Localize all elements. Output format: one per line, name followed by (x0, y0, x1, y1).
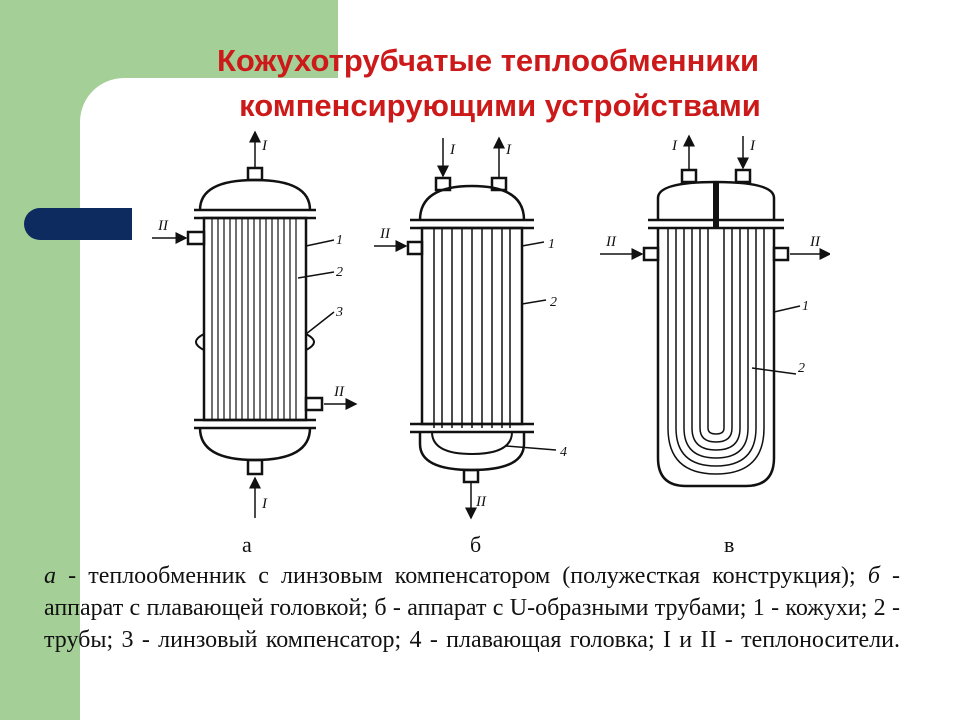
c-part-2: 2 (798, 361, 805, 376)
a-label-left-II: II (157, 218, 169, 234)
a-bottom-head (198, 427, 312, 462)
c-left-nozzle (642, 246, 660, 262)
a-right-nozzle (304, 396, 324, 412)
c-top-nozzle-left (680, 168, 698, 184)
flow-labels: I II II I I I II II I I II II (157, 138, 821, 512)
c-part-1: 1 (802, 299, 809, 314)
c-flow-arrows (600, 134, 830, 375)
c-label-left-II: II (605, 234, 617, 250)
b-label-left-II: II (379, 226, 391, 242)
a-flow-arrows (152, 130, 358, 518)
b-part-4: 4 (560, 445, 567, 460)
slide-title: Кожухотрубчатые теплообменники компенсир… (0, 38, 960, 128)
c-label-right-II: II (809, 234, 821, 250)
a-label-top-I: I (261, 138, 268, 154)
panel-letters: а б в (242, 532, 734, 557)
exchanger-a (186, 166, 324, 476)
content-panel (80, 78, 960, 720)
a-part-2: 2 (336, 265, 343, 280)
c-label-top-left-I: I (671, 138, 678, 154)
heat-exchanger-diagram: I II II I I I II II I I II II 1 2 3 1 2 … (152, 130, 830, 557)
exchanger-b (406, 176, 534, 484)
c-label-top-right-I: I (749, 138, 756, 154)
b-part-2: 2 (550, 295, 557, 310)
a-part-3: 3 (335, 305, 343, 320)
c-shell (656, 228, 776, 488)
caption-letter-a: а (44, 563, 56, 589)
a-label-bottom-I: I (261, 496, 268, 512)
a-lens-compensator (195, 333, 315, 351)
b-flow-arrows (374, 136, 557, 520)
a-tube-bundle (211, 218, 297, 420)
b-label-bottom-II: II (475, 494, 487, 510)
caption-letter-b: б (867, 563, 880, 589)
title-line-2: компенсирующими устройствами (239, 88, 761, 123)
panel-label-c: в (724, 532, 734, 557)
a-label-right-II: II (333, 384, 345, 400)
b-part-1: 1 (548, 237, 555, 252)
b-top-head (418, 184, 526, 221)
a-left-nozzle (186, 230, 206, 246)
figure-caption: а - теплообменник с линзовым компенсатор… (44, 560, 900, 656)
title-line-1: Кожухотрубчатые теплообменники (216, 43, 760, 78)
b-left-nozzle (406, 240, 424, 256)
b-tube-bundle (433, 228, 511, 428)
a-shell (202, 216, 308, 422)
a-top-nozzle (246, 166, 264, 182)
c-right-nozzle (772, 246, 790, 262)
a-top-head (198, 178, 312, 211)
decorative-pill (24, 208, 132, 240)
b-label-top-right-I: I (505, 142, 512, 158)
panel-label-a: а (242, 532, 252, 557)
caption-text-b: - аппарат с плавающей головкой; б - аппа… (44, 563, 900, 653)
b-bottom-head (418, 432, 526, 472)
caption-text-a: - теплообменник с линзовым компенсатором… (56, 563, 868, 589)
a-bottom-nozzle (246, 458, 264, 476)
c-u-tube-bundle (667, 228, 765, 475)
part-labels: 1 2 3 1 2 4 1 2 (335, 233, 809, 460)
c-top-nozzle-right (734, 168, 752, 184)
panel-label-b: б (470, 532, 481, 557)
b-label-top-left-I: I (449, 142, 456, 158)
b-floating-head (431, 431, 513, 456)
a-part-1: 1 (336, 233, 343, 248)
b-bottom-nozzle (462, 468, 480, 484)
exchanger-c (642, 168, 790, 488)
